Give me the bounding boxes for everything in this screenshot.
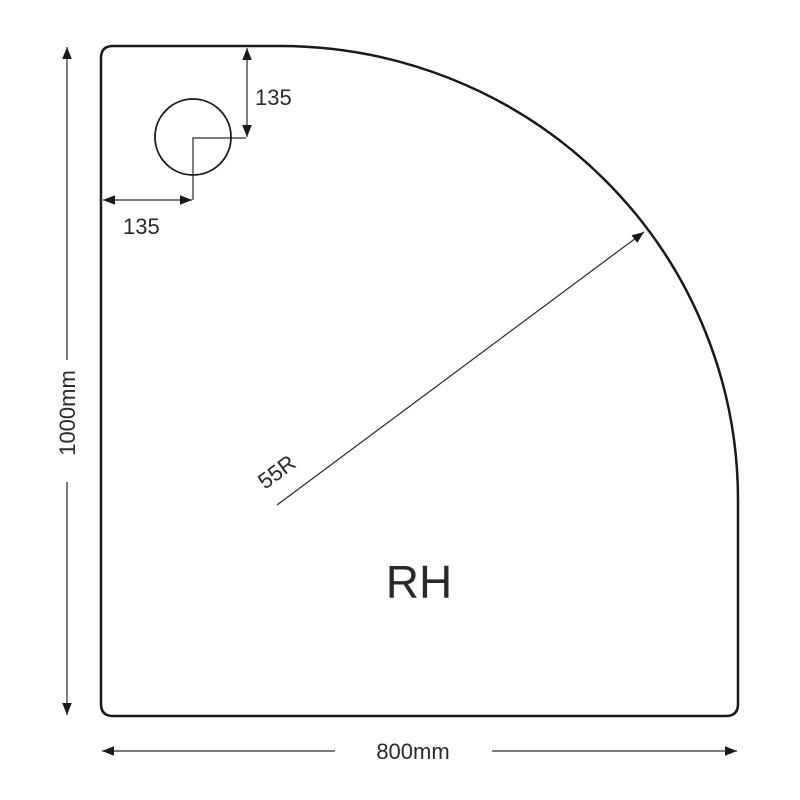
waste-offset-top-label: 135 — [255, 85, 292, 110]
radius-label: 55R — [253, 450, 300, 494]
height-label: 1000mm — [55, 370, 80, 456]
waste-centre-leader — [192, 137, 246, 200]
handing-label: RH — [386, 556, 452, 608]
width-label: 800mm — [376, 739, 449, 764]
radius-dimension-arrow — [276, 231, 645, 506]
tray-outline — [99, 44, 740, 718]
waste-offset-left-label: 135 — [123, 214, 160, 239]
